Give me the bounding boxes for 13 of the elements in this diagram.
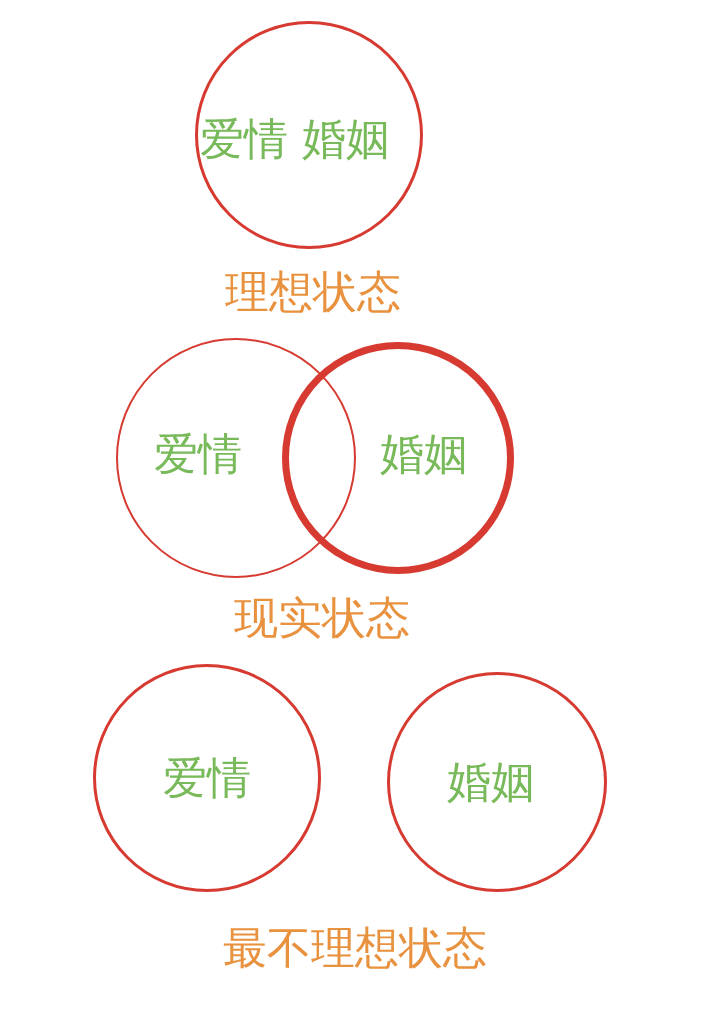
state-caption: 理想状态 xyxy=(225,267,401,317)
venn-circle xyxy=(195,21,423,249)
venn-circle xyxy=(387,672,607,892)
set-label: 爱情 婚姻 xyxy=(200,114,390,164)
venn-circle xyxy=(93,664,321,892)
state-caption: 最不理想状态 xyxy=(223,923,487,973)
venn-circle xyxy=(282,342,514,574)
set-label: 爱情 xyxy=(153,429,242,478)
set-label: 爱情 xyxy=(163,753,251,803)
state-caption: 现实状态 xyxy=(234,593,410,643)
set-label: 婚姻 xyxy=(447,757,535,807)
venn-circle xyxy=(116,338,356,578)
set-label: 婚姻 xyxy=(380,429,468,479)
